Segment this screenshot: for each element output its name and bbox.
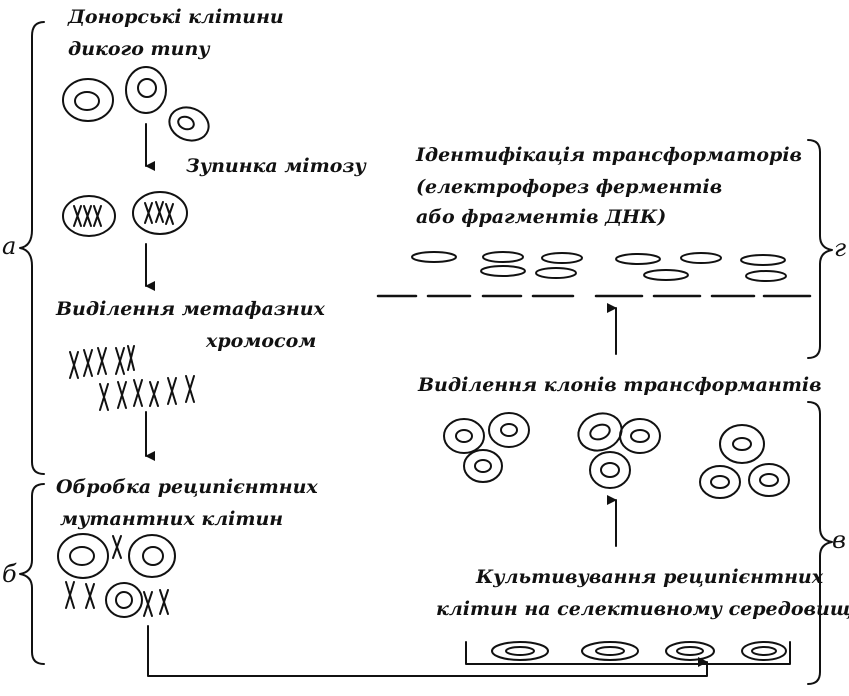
culture-dish bbox=[466, 642, 790, 664]
side-label-a: а bbox=[2, 232, 16, 260]
label-cultivate-line1: Культивування реципієнтних bbox=[476, 566, 823, 588]
side-label-b: б bbox=[2, 560, 17, 588]
clone-group-3 bbox=[700, 425, 789, 498]
label-recipient-line2: мутантних клітин bbox=[60, 508, 283, 530]
donor-cells bbox=[63, 67, 213, 146]
mitosis-cells bbox=[63, 192, 187, 236]
brace-g bbox=[808, 140, 832, 358]
electrophoresis-bands bbox=[378, 252, 810, 296]
side-label-v: в bbox=[832, 526, 846, 554]
metaphase-chromosomes bbox=[70, 346, 194, 410]
label-metaphase-line2: хромосом bbox=[206, 330, 316, 352]
clone-group-2 bbox=[573, 408, 660, 488]
label-clones: Виділення клонів трансформантів bbox=[418, 374, 822, 396]
label-donor-line2: дикого типу bbox=[68, 38, 210, 60]
label-metaphase-line1: Виділення метафазних bbox=[56, 298, 325, 320]
label-ident-line3: або фрагментів ДНК) bbox=[416, 206, 666, 228]
label-ident-line1: Ідентифікація трансформаторів bbox=[416, 144, 802, 166]
label-donor-line1: Донорські клітини bbox=[68, 6, 284, 28]
brace-a bbox=[20, 22, 44, 474]
label-recipient-line1: Обробка реципієнтних bbox=[56, 476, 318, 498]
clone-group-1 bbox=[444, 413, 529, 482]
brace-v bbox=[808, 402, 832, 684]
label-ident-line2: (електрофорез ферментів bbox=[416, 176, 722, 198]
brace-b bbox=[20, 484, 44, 664]
side-label-g: г bbox=[834, 234, 846, 262]
label-mitosis-stop: Зупинка мітозу bbox=[186, 155, 366, 177]
recipient-cells bbox=[58, 534, 175, 617]
label-cultivate-line2: клітин на селективному середовищі bbox=[436, 598, 849, 620]
